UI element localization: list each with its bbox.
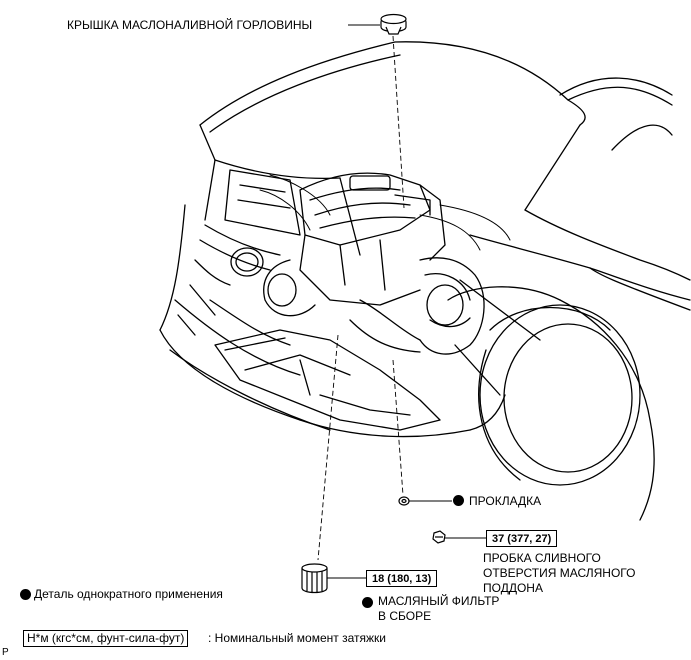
legend-non-reusable-marker xyxy=(20,589,31,600)
legend-torque-units: Н*м (кгс*см, фунт-сила-фут) xyxy=(23,630,189,647)
legend-torque-description: : Номинальный момент затяжки xyxy=(208,631,386,645)
filler-cap-label: КРЫШКА МАСЛОНАЛИВНОЙ ГОРЛОВИНЫ xyxy=(67,18,313,32)
dashed-gasket xyxy=(392,359,404,496)
drain-plug-torque-badge: 37 (377, 27) xyxy=(486,530,558,547)
drain-plug-label: ПРОБКА СЛИВНОГО ОТВЕРСТИЯ МАСЛЯНОГО ПОДД… xyxy=(483,551,636,595)
drain-plug-icon xyxy=(432,530,446,544)
windshield-outline xyxy=(559,77,673,151)
non-reusable-marker-oil-filter xyxy=(362,597,373,608)
oil-filter-torque-badge: 18 (180, 13) xyxy=(366,570,438,587)
radiator-support xyxy=(204,159,361,256)
gasket-icon xyxy=(398,496,410,506)
engine-block xyxy=(263,172,446,317)
legend-non-reusable-label: Деталь однократного применения xyxy=(34,587,223,601)
oil-filler-cap-icon xyxy=(380,13,407,35)
oil-filter-icon xyxy=(301,563,328,594)
dashed-oil-filter xyxy=(317,334,339,561)
car-body-outline xyxy=(447,209,691,521)
dashed-filler-cap xyxy=(392,35,405,209)
engine-under-cover xyxy=(214,329,441,431)
corner-mark: P xyxy=(2,647,9,658)
hood-outline xyxy=(199,41,586,211)
non-reusable-marker-gasket xyxy=(453,495,464,506)
oil-filter-label: МАСЛЯНЫЙ ФИЛЬТР В СБОРЕ xyxy=(378,594,500,623)
gasket-label: ПРОКЛАДКА xyxy=(469,494,542,508)
front-wheel xyxy=(478,304,641,486)
front-bumper xyxy=(159,204,506,438)
engine-hoses xyxy=(259,174,511,251)
transmission xyxy=(349,257,541,396)
